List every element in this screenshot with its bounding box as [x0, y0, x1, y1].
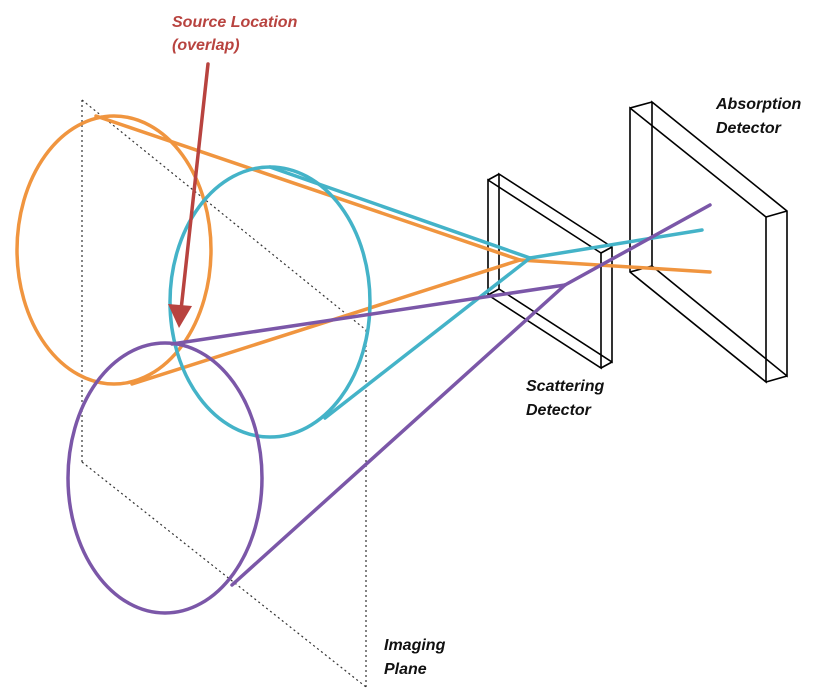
- absorption-detector-label: Absorption Detector: [715, 96, 806, 137]
- teal-cone: [168, 165, 704, 439]
- purple-ray: [563, 203, 712, 287]
- source-location-label-line1: Source Location: [172, 14, 298, 31]
- teal-ray: [528, 228, 704, 260]
- purple-cone-edge-top: [170, 283, 567, 346]
- absorption-label-line1: Absorption: [715, 96, 802, 113]
- scattering-label-line1: Scattering: [526, 378, 604, 395]
- imaging-plane: [81, 99, 367, 688]
- source-location-arrow: [168, 62, 210, 328]
- purple-cone-ellipse: [66, 341, 264, 615]
- teal-cone-edge-bottom: [323, 256, 532, 420]
- imaging-label-line1: Imaging: [384, 637, 446, 654]
- arrowhead-icon: [168, 304, 192, 328]
- source-location-label-line2: (overlap): [172, 37, 240, 54]
- orange-ray: [518, 258, 712, 274]
- absorption-detector: [629, 100, 788, 384]
- purple-cone: [66, 203, 712, 615]
- purple-cone-edge-bottom: [230, 283, 567, 587]
- teal-cone-ellipse: [168, 165, 372, 439]
- absorption-label-line2: Detector: [716, 120, 782, 137]
- scattering-label-line2: Detector: [526, 402, 592, 419]
- imaging-label-line2: Plane: [384, 661, 427, 678]
- orange-cone-ellipse: [15, 114, 213, 386]
- scattering-detector: [487, 172, 613, 370]
- teal-cone-edge-top: [268, 165, 532, 260]
- source-location-label: Source Location (overlap): [172, 14, 302, 54]
- orange-cone-edge-top: [94, 114, 522, 262]
- scattering-detector-label: Scattering Detector: [526, 378, 609, 419]
- imaging-plane-label: Imaging Plane: [384, 637, 450, 678]
